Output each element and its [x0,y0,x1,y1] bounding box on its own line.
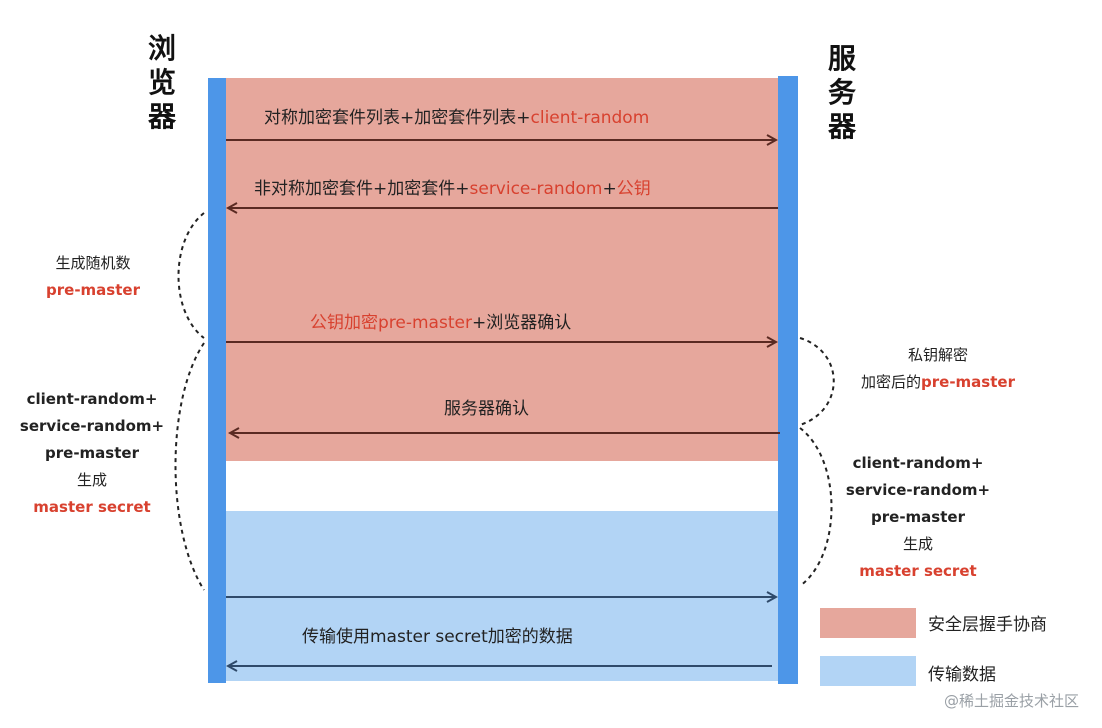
left-note-secret: client-random+ service-random+ pre-maste… [14,386,170,521]
msg-pre-master-text: +浏览器确认 [471,313,572,333]
msg-pre-master-highlight: 公钥加密pre-master [310,313,472,333]
left-note-master-secret: master secret [33,498,151,516]
left-note-gen: 生成 [76,471,107,489]
right-note-decrypt: 私钥解密 加密后的pre-master [838,342,1038,396]
msg-server-hello-text: 非对称加密套件+加密套件+ [254,179,470,199]
legend-handshake-swatch [820,608,916,638]
right-note-line2: service-random+ [845,481,991,499]
msg-server-hello: 非对称加密套件+加密套件+service-random+公钥 [254,174,651,199]
brace-right-secret [799,427,833,587]
right-note-master-secret: master secret [859,562,977,580]
right-note-gen: 生成 [902,535,933,553]
msg-server-hello-highlight: service-random [469,179,603,199]
msg-data-transfer: 传输使用master secret加密的数据 [302,627,573,647]
left-note-gen-random: 生成随机数 [55,254,131,272]
legend-transfer-swatch [820,656,916,686]
brace-left-random [177,212,205,339]
right-note-decrypted-pre-master: pre-master [921,373,1015,391]
msg-server-hello-pubkey: 公钥 [616,179,651,199]
left-note-pre-master: pre-master [46,281,140,299]
left-note-line1: client-random+ [26,390,158,408]
right-note-decrypt-line: 私钥解密 [907,346,968,364]
left-note-line3: pre-master [45,444,139,462]
browser-lifeline [208,78,226,683]
legend-transfer-label: 传输数据 [928,665,996,685]
legend-handshake-label: 安全层握手协商 [928,615,1047,635]
msg-client-hello-text: 对称加密套件列表+加密套件列表+ [264,108,531,128]
msg-client-hello-highlight: client-random [530,108,650,128]
left-note-random: 生成随机数 pre-master [28,250,158,304]
server-lifeline [778,76,798,684]
right-note-secret: client-random+ service-random+ pre-maste… [838,450,998,585]
handshake-region [226,78,778,461]
msg-client-hello: 对称加密套件列表+加密套件列表+client-random [264,103,649,128]
right-note-line3: pre-master [871,508,965,526]
right-note-line1: client-random+ [852,454,984,472]
brace-right-decrypt [799,337,835,426]
left-note-line2: service-random+ [19,417,165,435]
browser-title: 浏览器 [147,32,176,133]
msg-server-hello-plus: + [602,179,617,199]
server-title: 服务器 [827,42,856,143]
right-note-decrypted-prefix: 加密后的 [861,373,922,391]
msg-pre-master: 公钥加密pre-master+浏览器确认 [310,308,571,333]
msg-server-confirm: 服务器确认 [444,399,529,419]
brace-left-secret [174,342,205,591]
watermark: @稀土掘金技术社区 [944,692,1080,710]
